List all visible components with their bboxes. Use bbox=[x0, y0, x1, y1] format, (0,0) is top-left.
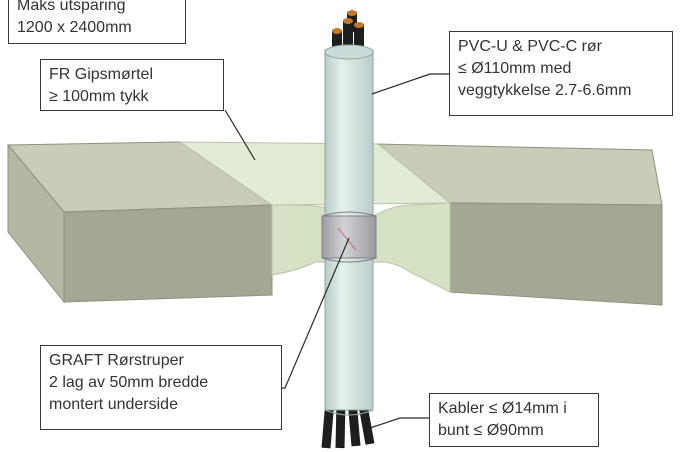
callout-pvc-pipe-line-1: PVC-U & PVC-C rør bbox=[458, 38, 602, 55]
callout-cables-line-1: Kabler ≤ Ø14mm i bbox=[438, 400, 567, 417]
callout-cables-line-2: bunt ≤ Ø90mm bbox=[438, 422, 544, 439]
callout-graft-collar-line-2: 2 lag av 50mm bredde bbox=[49, 374, 209, 391]
cable-core-3 bbox=[354, 22, 364, 28]
slab-left bbox=[6, 141, 274, 304]
collar-band bbox=[321, 215, 377, 259]
cable-core-2 bbox=[343, 18, 353, 24]
callout-fr-mortar: FR Gipsmørtel ≥ 100mm tykk bbox=[40, 59, 224, 111]
callout-max-opening-line-2: 1200 x 2400mm bbox=[17, 19, 132, 36]
leader-cables bbox=[369, 417, 429, 429]
callout-max-opening-line-1: Maks utsparing bbox=[17, 0, 126, 14]
pipe-top-rim bbox=[324, 44, 374, 60]
slab-right bbox=[376, 143, 663, 306]
callout-graft-collar: GRAFT Rørstruper 2 lag av 50mm bredde mo… bbox=[40, 345, 282, 430]
slab-left-front bbox=[63, 204, 273, 303]
leader-lines bbox=[224, 73, 449, 429]
callout-pvc-pipe-line-3: veggtykkelse 2.7-6.6mm bbox=[458, 82, 632, 99]
callout-graft-collar-line-1: GRAFT Rørstruper bbox=[49, 352, 184, 369]
pipe-bottom-rim bbox=[324, 409, 374, 416]
callout-fr-mortar-line-1: FR Gipsmørtel bbox=[49, 66, 153, 83]
leader-pipe bbox=[371, 73, 449, 95]
callout-pvc-pipe-line-2: ≤ Ø110mm med bbox=[458, 60, 572, 77]
graft-collar bbox=[321, 211, 377, 263]
callout-graft-collar-line-3: montert underside bbox=[49, 396, 178, 413]
collar-bottom-edge bbox=[321, 257, 377, 263]
leader-collar bbox=[282, 237, 350, 389]
slab-right-front bbox=[449, 202, 663, 306]
collar-print-mark bbox=[337, 227, 357, 251]
collar-top-edge bbox=[321, 211, 377, 217]
leader-mortar bbox=[224, 109, 256, 161]
cable-core-1 bbox=[332, 28, 342, 34]
callout-max-opening: Maks utsparing 1200 x 2400mm bbox=[8, 0, 186, 44]
callout-cables: Kabler ≤ Ø14mm i bunt ≤ Ø90mm bbox=[429, 393, 599, 447]
cable-core-4 bbox=[347, 10, 357, 16]
slab-left-side bbox=[7, 143, 65, 304]
callout-fr-mortar-line-2: ≥ 100mm tykk bbox=[49, 88, 149, 105]
callout-pvc-pipe: PVC-U & PVC-C rør ≤ Ø110mm med veggtykke… bbox=[449, 31, 673, 116]
